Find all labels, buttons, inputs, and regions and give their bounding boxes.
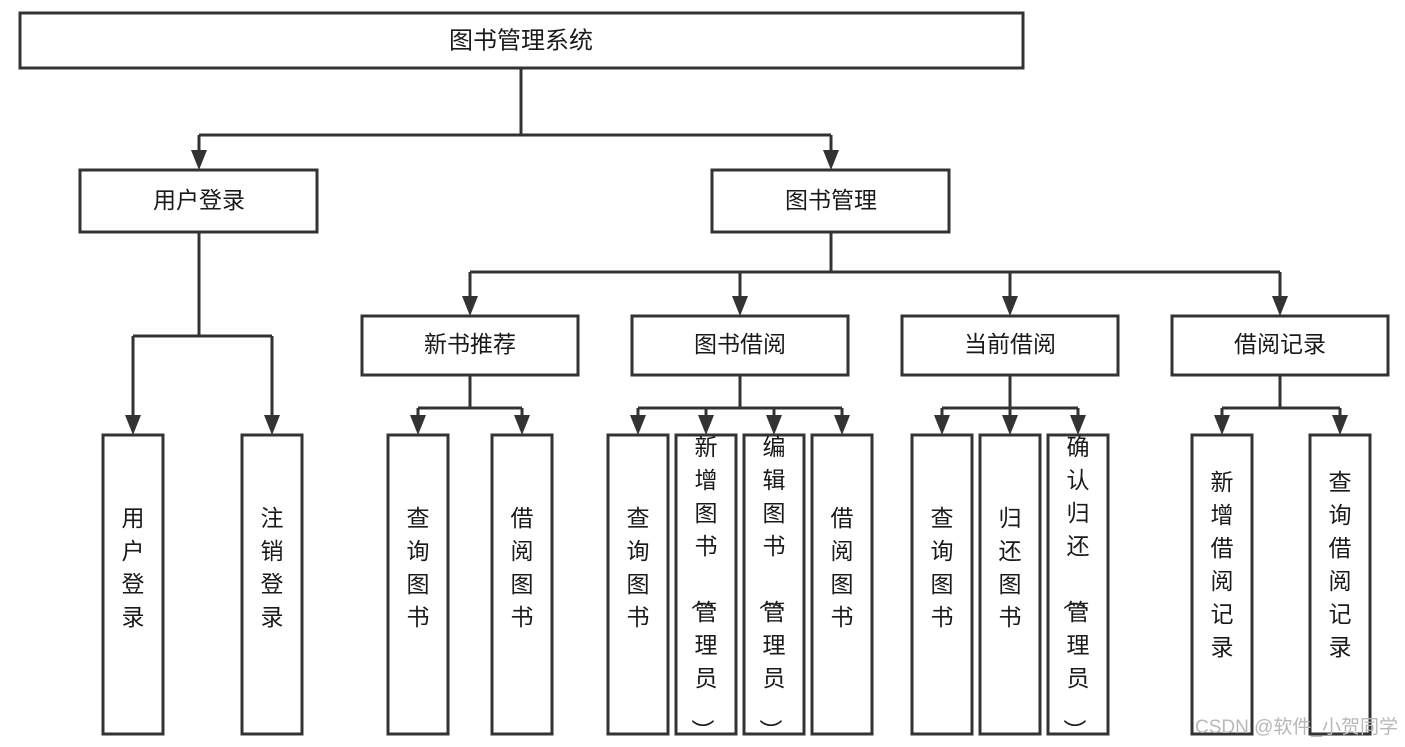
leaf-borrow-book-2-box[interactable] xyxy=(810,433,874,736)
arrow-head-leaf-query-book-2 xyxy=(630,415,646,435)
node-new-book-recommend[interactable]: 新书推荐 xyxy=(360,314,580,377)
leaf-query-record[interactable]: 查询借阅记录 xyxy=(1308,433,1372,736)
node-borrow-record-box[interactable] xyxy=(1170,314,1390,377)
leaf-add-book-label: 新增图书（管理员） xyxy=(690,434,718,742)
leaf-user-login[interactable]: 用户登录 xyxy=(101,433,165,736)
arrow-head-currentborrow xyxy=(1002,296,1018,316)
leaf-query-book-1-box[interactable] xyxy=(386,433,450,736)
node-book-management[interactable]: 图书管理 xyxy=(710,168,951,234)
leaf-query-book-3[interactable]: 查询图书 xyxy=(910,433,974,736)
node-book-borrow[interactable]: 图书借阅 xyxy=(630,314,850,377)
arrow-head-leaf-query-book-1 xyxy=(410,415,426,435)
node-current-borrow-label: 当前借阅 xyxy=(964,331,1056,357)
arrow-head-leaf-borrow-book-2 xyxy=(834,415,850,435)
node-book-borrow-label: 图书借阅 xyxy=(694,331,786,357)
arrow-head-leaf-user-logout xyxy=(264,415,280,435)
leaf-borrow-book-1-label: 借阅图书 xyxy=(511,505,534,630)
arrow-head-leaf-edit-book xyxy=(766,415,782,435)
arrow-head-leaf-user-login xyxy=(125,415,141,435)
leaf-query-book-2[interactable]: 查询图书 xyxy=(606,433,670,736)
leaf-edit-book-box[interactable] xyxy=(742,433,806,736)
arrow-head-book-management xyxy=(823,150,839,170)
node-current-borrow[interactable]: 当前借阅 xyxy=(900,314,1120,377)
connectors xyxy=(125,68,1348,435)
node-book-management-box[interactable] xyxy=(710,168,951,234)
node-user-login-label: 用户登录 xyxy=(153,187,245,213)
watermark-text: CSDN @软件_小贺同学 xyxy=(1195,716,1398,738)
leaf-user-login-label: 用户登录 xyxy=(122,505,145,630)
node-book-management-label: 图书管理 xyxy=(785,187,877,213)
leaf-user-logout-box[interactable] xyxy=(240,433,304,736)
leaf-edit-book-label: 编辑图书（管理员） xyxy=(758,434,786,742)
leaf-add-book-box[interactable] xyxy=(674,433,738,736)
leaf-borrow-book-1-box[interactable] xyxy=(490,433,554,736)
node-new-book-recommend-label: 新书推荐 xyxy=(424,331,516,357)
leaf-query-record-label: 查询借阅记录 xyxy=(1329,469,1352,660)
leaf-confirm-return-label: 确认归还（管理员） xyxy=(1062,434,1090,742)
arrow-head-borrowrecord xyxy=(1272,296,1288,316)
leaf-user-logout-label: 注销登录 xyxy=(261,505,284,630)
leaf-confirm-return[interactable]: 确认归还（管理员） xyxy=(1046,433,1110,742)
node-root-box[interactable] xyxy=(18,11,1025,70)
arrow-head-user-login xyxy=(191,150,207,170)
node-borrow-record[interactable]: 借阅记录 xyxy=(1170,314,1390,377)
arrow-head-newbook xyxy=(462,296,478,316)
arrow-head-leaf-add-book xyxy=(698,415,714,435)
leaf-add-record[interactable]: 新增借阅记录 xyxy=(1190,433,1254,736)
node-user-login-box[interactable] xyxy=(78,168,319,234)
arrow-head-leaf-add-record xyxy=(1214,415,1230,435)
leaf-query-book-2-label: 查询图书 xyxy=(627,505,650,630)
node-current-borrow-box[interactable] xyxy=(900,314,1120,377)
node-root-label: 图书管理系统 xyxy=(449,27,593,54)
node-user-login[interactable]: 用户登录 xyxy=(78,168,319,234)
leaf-query-book-1-label: 查询图书 xyxy=(407,505,430,630)
leaf-query-book-2-box[interactable] xyxy=(606,433,670,736)
node-root[interactable]: 图书管理系统 xyxy=(18,11,1025,70)
arrow-head-leaf-query-book-3 xyxy=(934,415,950,435)
node-book-borrow-box[interactable] xyxy=(630,314,850,377)
leaf-return-book-label: 归还图书 xyxy=(999,505,1022,630)
arrow-head-leaf-borrow-book-1 xyxy=(514,415,530,435)
leaf-borrow-book-1[interactable]: 借阅图书 xyxy=(490,433,554,736)
leaf-query-book-3-label: 查询图书 xyxy=(931,505,954,630)
arrow-head-leaf-confirm-return xyxy=(1070,415,1086,435)
arrow-head-bookborrow xyxy=(732,296,748,316)
leaf-edit-book[interactable]: 编辑图书（管理员） xyxy=(742,433,806,742)
leaf-borrow-book-2[interactable]: 借阅图书 xyxy=(810,433,874,736)
node-borrow-record-label: 借阅记录 xyxy=(1234,331,1326,357)
leaf-query-record-box[interactable] xyxy=(1308,433,1372,736)
node-new-book-recommend-box[interactable] xyxy=(360,314,580,377)
leaf-add-book[interactable]: 新增图书（管理员） xyxy=(674,433,738,742)
leaf-borrow-book-2-label: 借阅图书 xyxy=(831,505,854,630)
leaf-return-book-box[interactable] xyxy=(978,433,1042,736)
leaf-user-logout[interactable]: 注销登录 xyxy=(240,433,304,736)
leaf-query-book-3-box[interactable] xyxy=(910,433,974,736)
leaf-add-record-box[interactable] xyxy=(1190,433,1254,736)
arrow-head-leaf-query-record xyxy=(1332,415,1348,435)
leaf-user-login-box[interactable] xyxy=(101,433,165,736)
leaf-query-book-1[interactable]: 查询图书 xyxy=(386,433,450,736)
arrow-head-leaf-return-book xyxy=(1002,415,1018,435)
leaf-return-book[interactable]: 归还图书 xyxy=(978,433,1042,736)
leaf-add-record-label: 新增借阅记录 xyxy=(1211,469,1234,660)
leaf-confirm-return-box[interactable] xyxy=(1046,433,1110,736)
